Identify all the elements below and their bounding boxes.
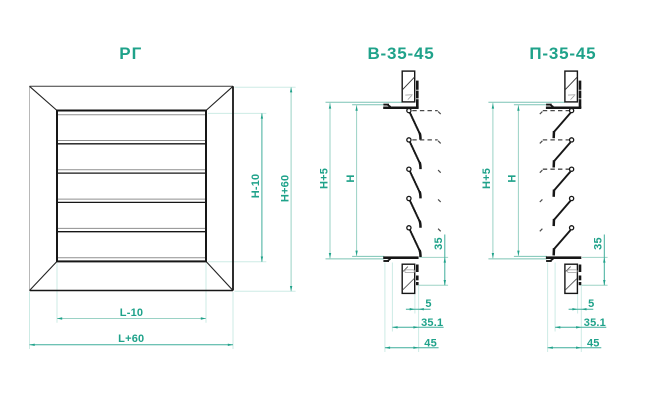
svg-text:H: H: [345, 174, 357, 182]
svg-text:H: H: [507, 174, 519, 182]
svg-text:45: 45: [587, 338, 600, 350]
svg-text:H-10: H-10: [250, 174, 262, 199]
svg-text:H+5: H+5: [318, 168, 330, 189]
svg-text:35: 35: [433, 237, 445, 250]
svg-text:L+60: L+60: [118, 333, 144, 345]
svg-text:5: 5: [425, 298, 431, 310]
svg-text:35.1: 35.1: [421, 317, 443, 329]
svg-text:5: 5: [588, 298, 594, 310]
svg-text:35.1: 35.1: [584, 317, 606, 329]
svg-text:П-35-45: П-35-45: [529, 44, 596, 63]
svg-text:H+60: H+60: [279, 175, 291, 202]
svg-text:L-10: L-10: [120, 307, 143, 319]
svg-text:35: 35: [593, 237, 605, 250]
svg-text:45: 45: [424, 338, 437, 350]
svg-text:РГ: РГ: [119, 44, 142, 63]
svg-text:В-35-45: В-35-45: [367, 44, 434, 63]
svg-text:H+5: H+5: [481, 168, 493, 189]
